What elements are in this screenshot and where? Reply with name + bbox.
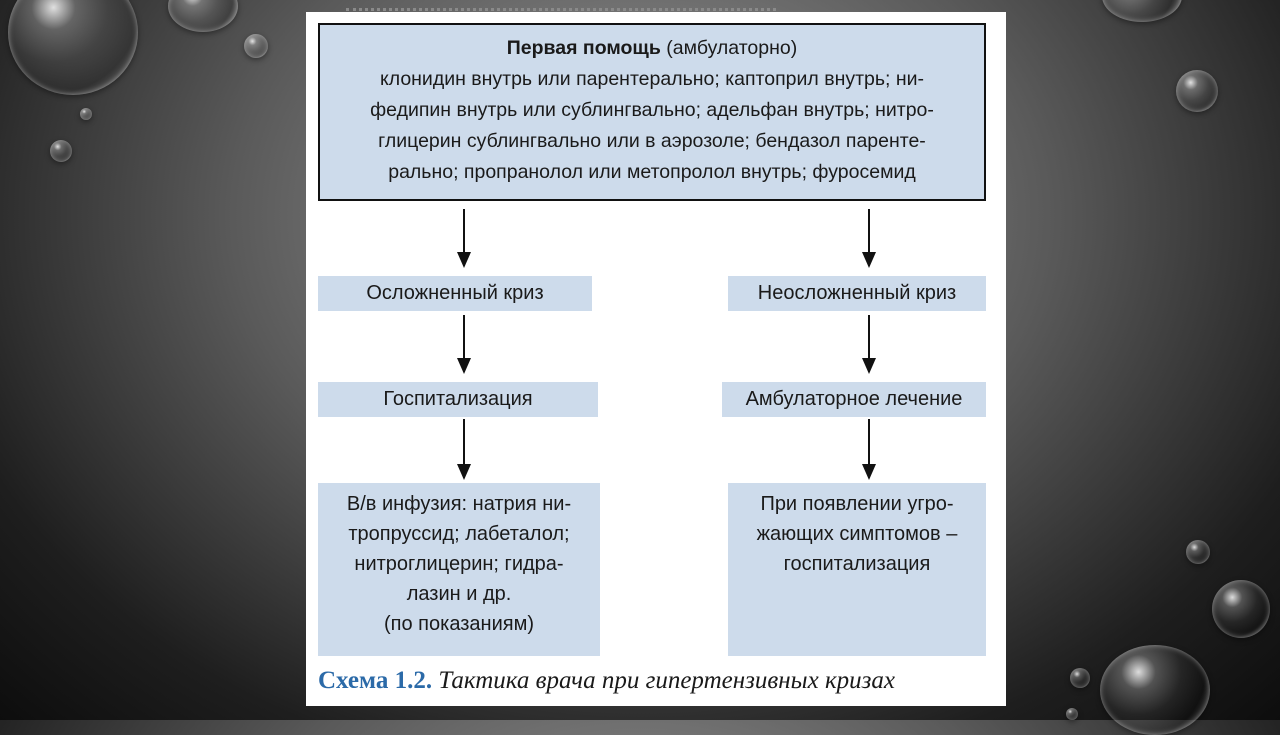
water-drop-decoration <box>244 34 268 58</box>
threat-symptoms-box: При появлении угро- жающих симптомов – г… <box>728 483 986 656</box>
threat-symptoms-line: жающих симптомов – <box>756 523 958 545</box>
hospitalization-box: Госпитализация <box>318 382 598 417</box>
iv-infusion-line: лазин и др. <box>406 583 512 605</box>
complicated-crisis-label: Осложненный криз <box>366 282 544 304</box>
caption-text: Тактика врача при гипертензивных кризах <box>432 667 895 694</box>
water-drop-decoration <box>1070 668 1090 688</box>
arrow-down-icon <box>457 209 471 268</box>
first-aid-title-bold: Первая помощь <box>506 37 661 59</box>
water-drop-decoration <box>8 0 138 95</box>
caption-number: Схема 1.2. <box>318 667 433 694</box>
first-aid-title: Первая помощь (амбулаторно) <box>507 33 797 64</box>
water-drop-decoration <box>80 108 92 120</box>
uncomplicated-crisis-box: Неосложненный криз <box>728 276 986 311</box>
threat-symptoms-line: При появлении угро- <box>760 493 954 515</box>
scheme-caption: Схема 1.2. Тактика врача при гипертензив… <box>318 667 895 695</box>
first-aid-title-rest: (амбулаторно) <box>660 37 798 59</box>
water-drop-decoration <box>1100 645 1210 735</box>
iv-infusion-box: В/в инфузия: натрия ни- тропруссид; лабе… <box>318 483 600 656</box>
arrow-down-icon <box>862 209 876 268</box>
arrow-down-icon <box>862 419 876 480</box>
iv-infusion-line: (по показаниям) <box>384 613 534 635</box>
outpatient-treatment-box: Амбулаторное лечение <box>722 382 986 417</box>
water-drop-decoration <box>1176 70 1218 112</box>
uncomplicated-crisis-label: Неосложненный криз <box>757 282 957 304</box>
arrow-down-icon <box>457 315 471 374</box>
arrow-down-icon <box>457 419 471 480</box>
diagram-slide: Первая помощь (амбулаторно) клонидин вну… <box>306 8 1006 706</box>
threat-symptoms-line: госпитализация <box>783 553 931 575</box>
first-aid-line: клонидин внутрь или парентерально; капто… <box>379 68 925 90</box>
iv-infusion-line: В/в инфузия: натрия ни- <box>346 493 572 515</box>
arrow-down-icon <box>862 315 876 374</box>
water-drop-decoration <box>1102 0 1182 22</box>
water-drop-decoration <box>1186 540 1210 564</box>
first-aid-box: Первая помощь (амбулаторно) клонидин вну… <box>318 23 986 201</box>
water-drop-decoration <box>1212 580 1270 638</box>
complicated-crisis-box: Осложненный криз <box>318 276 592 311</box>
iv-infusion-line: нитроглицерин; гидра- <box>354 553 564 575</box>
first-aid-line: рально; пропранолол или метопролол внутр… <box>388 161 916 183</box>
cropped-text-artifact <box>346 8 776 19</box>
hospitalization-label: Госпитализация <box>383 388 533 410</box>
first-aid-line: глицерин сублингвально или в аэрозоле; б… <box>378 130 926 152</box>
water-drop-decoration <box>50 140 72 162</box>
water-drop-decoration <box>1066 708 1078 720</box>
outpatient-treatment-label: Амбулаторное лечение <box>745 388 963 410</box>
first-aid-line: федипин внутрь или сублингвально; адельф… <box>370 99 934 121</box>
iv-infusion-line: тропруссид; лабеталол; <box>348 523 570 545</box>
water-drop-decoration <box>168 0 238 32</box>
